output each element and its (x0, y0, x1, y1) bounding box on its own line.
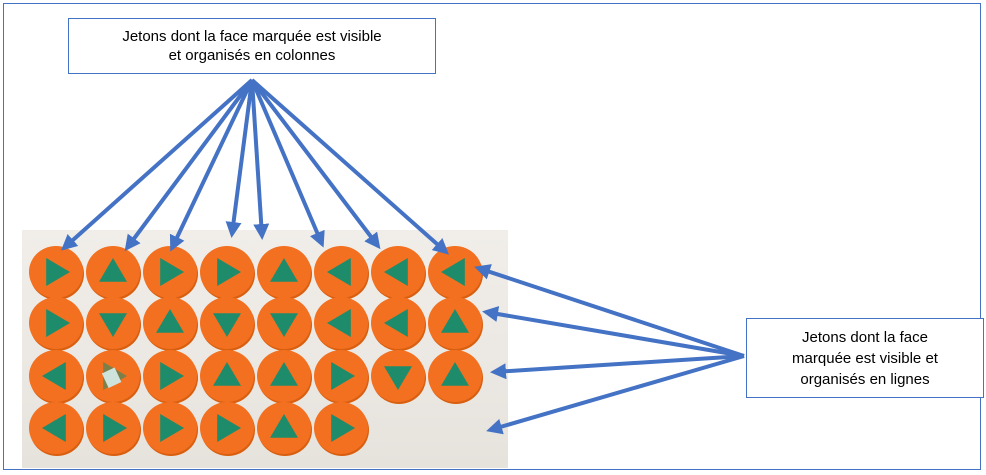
token (143, 350, 198, 404)
tokens-grid (29, 246, 483, 456)
token (29, 350, 84, 404)
token (257, 350, 312, 404)
token (143, 246, 198, 300)
token (29, 402, 84, 456)
token (314, 246, 369, 300)
row-arrow (482, 306, 745, 358)
token (314, 402, 369, 456)
token (428, 350, 483, 404)
column-arrow (169, 79, 254, 252)
token (200, 297, 255, 351)
token (29, 246, 84, 300)
columns-label-box: Jetons dont la face marquée est visible … (68, 18, 436, 74)
token (371, 246, 426, 300)
token (371, 297, 426, 351)
column-arrow (250, 79, 270, 240)
arrows (61, 78, 745, 435)
row-arrow (490, 354, 745, 380)
figure-frame (3, 3, 981, 470)
token (29, 297, 84, 351)
token (86, 246, 141, 300)
column-arrow (250, 78, 381, 250)
rows-label-text: Jetons dont la face marquée est visible … (792, 328, 938, 388)
column-arrow (225, 79, 254, 238)
token (86, 402, 141, 456)
token (314, 297, 369, 351)
token (143, 297, 198, 351)
column-arrow (61, 78, 254, 251)
token (200, 402, 255, 456)
row-arrow (486, 354, 745, 435)
rows-label-box: Jetons dont la face marquée est visible … (746, 318, 984, 398)
columns-label-text: Jetons dont la face marquée est visible … (122, 28, 382, 64)
token (86, 297, 141, 351)
token (86, 350, 141, 404)
token (428, 297, 483, 351)
token (143, 402, 198, 456)
token (314, 350, 369, 404)
token (200, 246, 255, 300)
column-arrow (250, 79, 325, 248)
row-arrow (474, 264, 745, 358)
column-arrow (250, 78, 449, 255)
token (257, 246, 312, 300)
token (257, 402, 312, 456)
token (200, 350, 255, 404)
token (428, 246, 483, 300)
column-arrow (124, 78, 254, 252)
token (371, 350, 426, 404)
token (257, 297, 312, 351)
